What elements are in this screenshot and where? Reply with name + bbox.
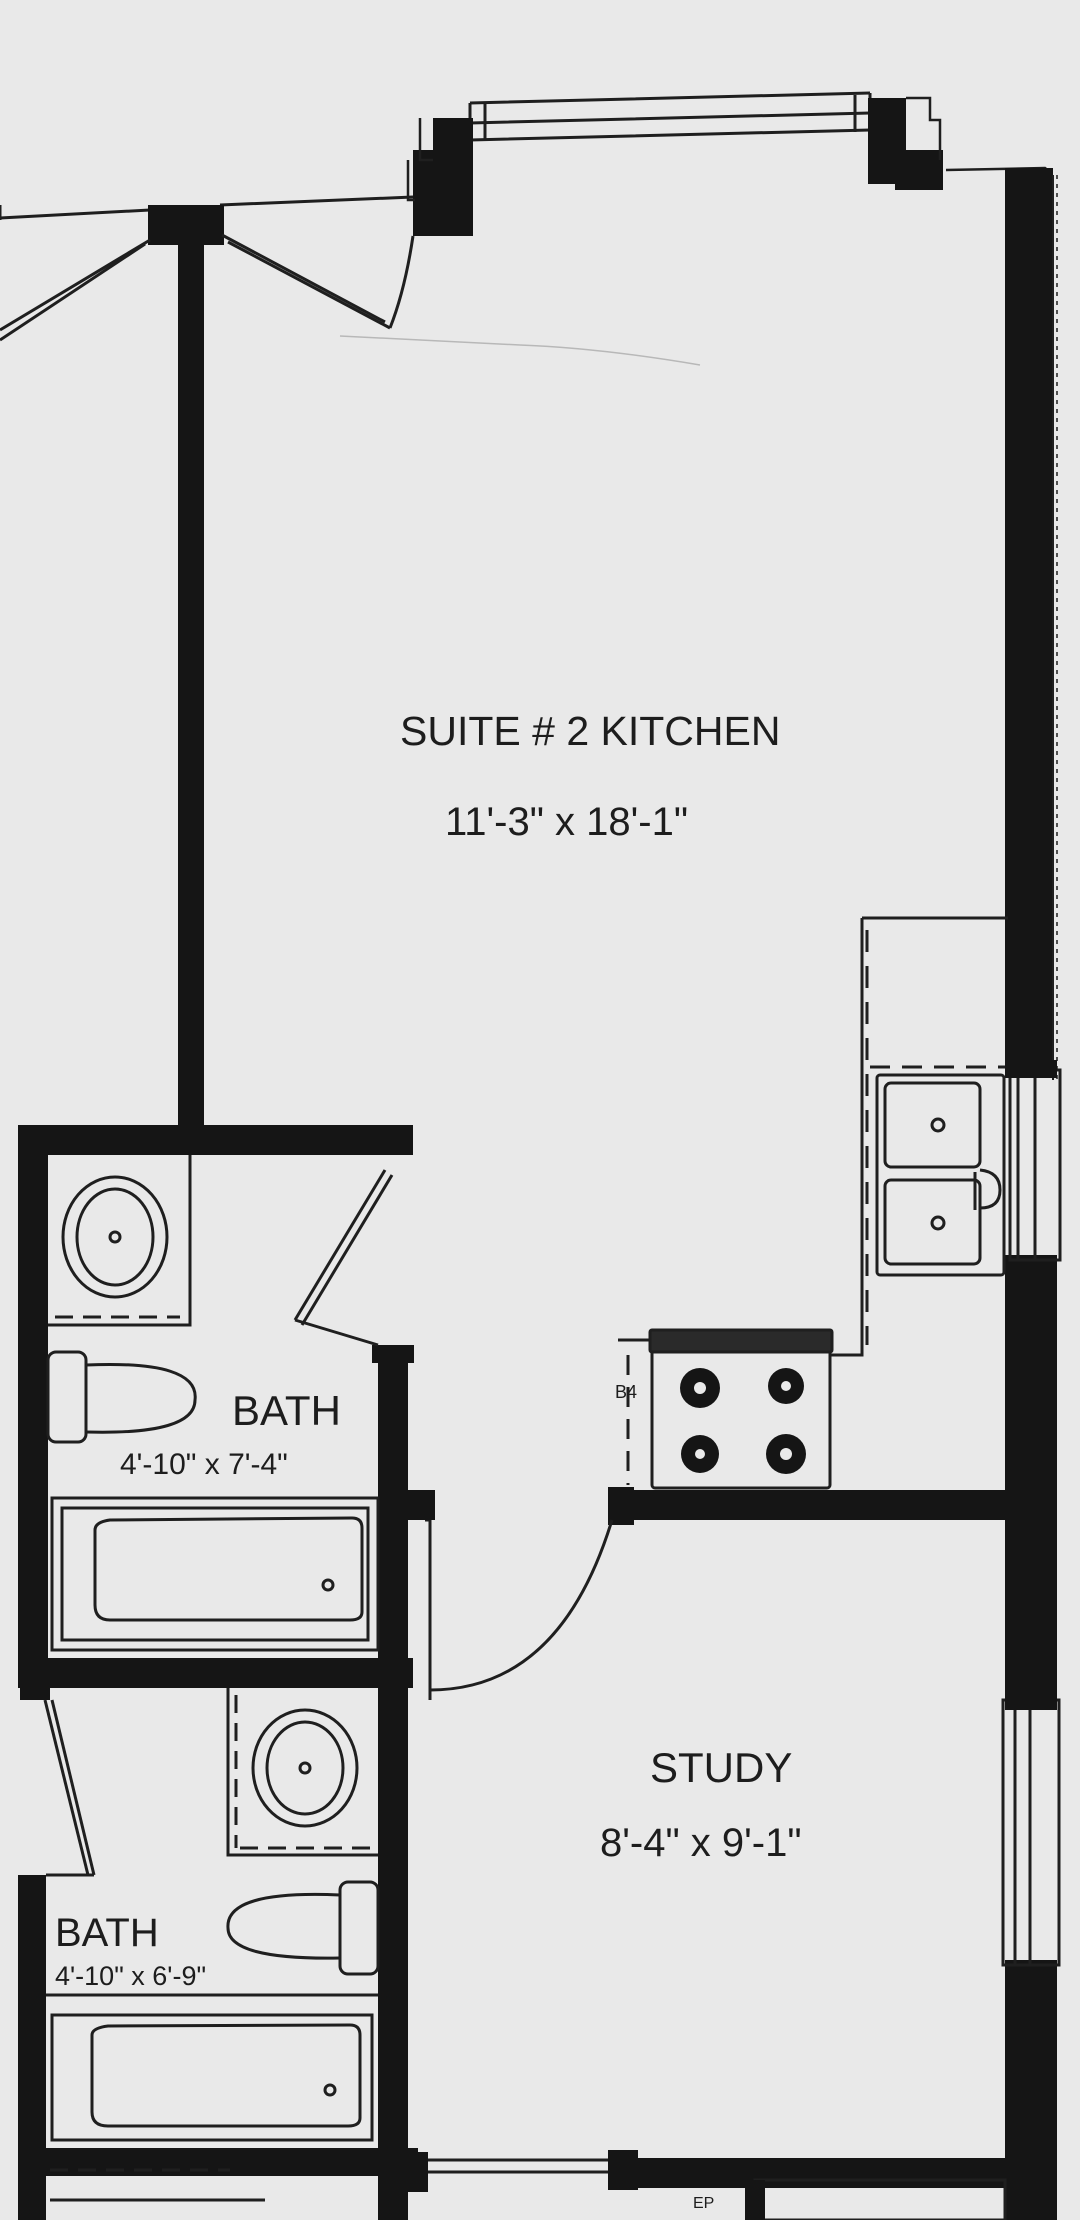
bottom-walls bbox=[428, 2150, 1012, 2220]
upper-bath-dims: 4'-10" x 7'-4" bbox=[120, 1448, 288, 1481]
kitchen-range bbox=[648, 1328, 834, 1490]
panel-tag: EP bbox=[693, 2195, 714, 2212]
top-window-piers bbox=[413, 98, 943, 236]
study-top-wall bbox=[612, 1490, 1012, 1520]
lower-bath-dims: 4'-10" x 6'-9" bbox=[55, 1961, 206, 1991]
top-bifold-doors bbox=[0, 233, 415, 342]
top-wall-line bbox=[0, 195, 414, 220]
kitchen-dims: 11'-3" x 18'-1" bbox=[445, 800, 688, 844]
kitchen-name: SUITE # 2 KITCHEN bbox=[400, 708, 780, 754]
upper-bath-name: BATH bbox=[232, 1387, 341, 1434]
lower-bath-tub bbox=[46, 1993, 378, 2202]
range-tag: B4 bbox=[615, 1382, 637, 1402]
lower-bath-walls bbox=[18, 1680, 428, 2220]
column-top-left bbox=[148, 205, 224, 245]
upper-bath-door bbox=[293, 1169, 394, 1347]
study-wall-stub bbox=[608, 1487, 634, 1525]
upper-bath-walls bbox=[18, 1125, 435, 1688]
column-right-mid bbox=[1005, 1060, 1057, 1078]
upper-bath-tub bbox=[50, 1496, 380, 1652]
partition-wall-left bbox=[178, 240, 204, 1125]
study-name: STUDY bbox=[650, 1744, 792, 1791]
range-burners bbox=[680, 1368, 806, 1474]
right-exterior-wall bbox=[1005, 168, 1058, 2220]
lower-bath-toilet bbox=[226, 1880, 380, 1976]
study-dims: 8'-4" x 9'-1" bbox=[600, 1821, 802, 1865]
lower-bath-door bbox=[43, 1699, 96, 1877]
lower-bath-vanity bbox=[226, 1688, 378, 1857]
lower-bath-name: BATH bbox=[55, 1911, 159, 1955]
upper-bath-toilet bbox=[46, 1350, 197, 1444]
kitchen-sink bbox=[875, 1073, 1006, 1277]
upper-bath-vanity bbox=[48, 1155, 192, 1327]
column-right-study bbox=[1005, 1690, 1057, 1710]
paper-crease bbox=[339, 335, 701, 366]
